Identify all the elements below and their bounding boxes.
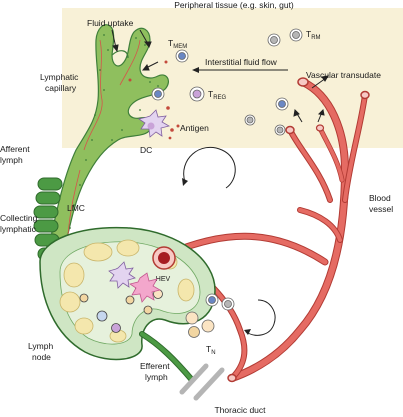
dc-label: DC (140, 145, 152, 155)
fluid-uptake-arrows (111, 29, 159, 71)
capillary-vessel-traces (67, 39, 141, 236)
circulation-arrowhead-lower (244, 329, 251, 335)
circulation-arrow-lower (245, 299, 276, 336)
blood-vessel-label-l2: vessel (369, 204, 393, 214)
node-dc-purple (108, 261, 136, 289)
circulation-arrowhead-upper (182, 178, 188, 186)
vessel-end-5 (227, 373, 237, 383)
afferent-lymph-label-l2: lymph (0, 155, 23, 165)
vascular-transudate-label: Vascular transudate (306, 70, 381, 80)
t-n-label: TN (206, 344, 216, 356)
antigen-particles (128, 60, 180, 140)
efferent-cells (185, 293, 235, 338)
thoracic-duct-label: Thoracic duct (214, 405, 266, 415)
transudate-arrows (293, 75, 329, 123)
interstitial-fluid-flow-label: Interstitial fluid flow (205, 57, 278, 67)
fluid-uptake-label: Fluid uptake (87, 18, 134, 28)
lmc-label: LMC (67, 203, 85, 213)
hev-label: HEV (156, 276, 171, 283)
t-rm-label: TRM (306, 29, 321, 41)
dc-cell (138, 109, 171, 138)
blood-vessel-network (164, 78, 368, 382)
capillary-pores (69, 34, 159, 229)
efferent-lymph-label-l1: Efferent (140, 361, 170, 371)
vessel-end-2 (285, 125, 295, 135)
vessel-end-3 (315, 124, 325, 132)
lymphatic-capillary-label-l2: capillary (45, 83, 77, 93)
node-dc-pink (129, 272, 162, 303)
efferent-lymph-label-l2: lymph (145, 372, 168, 382)
vessel-end-4 (360, 90, 370, 100)
t-reg-label: TREG (208, 89, 227, 101)
collecting-lymphatic-label-l2: lymphatic (0, 224, 37, 234)
hev (152, 246, 176, 270)
afferent-lymph-label-l1: Afferent (0, 144, 30, 154)
lymph-node-label-l1: Lymph (28, 341, 53, 351)
thoracic-duct (179, 363, 225, 401)
lymph-node-label-l2: node (32, 352, 51, 362)
blood-vessel-label-l1: Blood (369, 193, 391, 203)
fluid-flow-arrowhead (192, 67, 199, 73)
collecting-lymphatic-label-l1: Collecting (0, 213, 38, 223)
peripheral-tissue-label: Peripheral tissue (e.g. skin, gut) (174, 0, 294, 10)
antigen-label: Antigen (180, 123, 209, 133)
tissue-cells (151, 28, 303, 136)
lymphatic-capillary-label-l1: Lymphatic (40, 72, 79, 82)
circulation-arrow-upper (183, 146, 236, 189)
vessel-end-1 (297, 77, 309, 87)
t-mem-label: TMEM (168, 38, 187, 50)
lymphatic-capillary (47, 24, 170, 253)
